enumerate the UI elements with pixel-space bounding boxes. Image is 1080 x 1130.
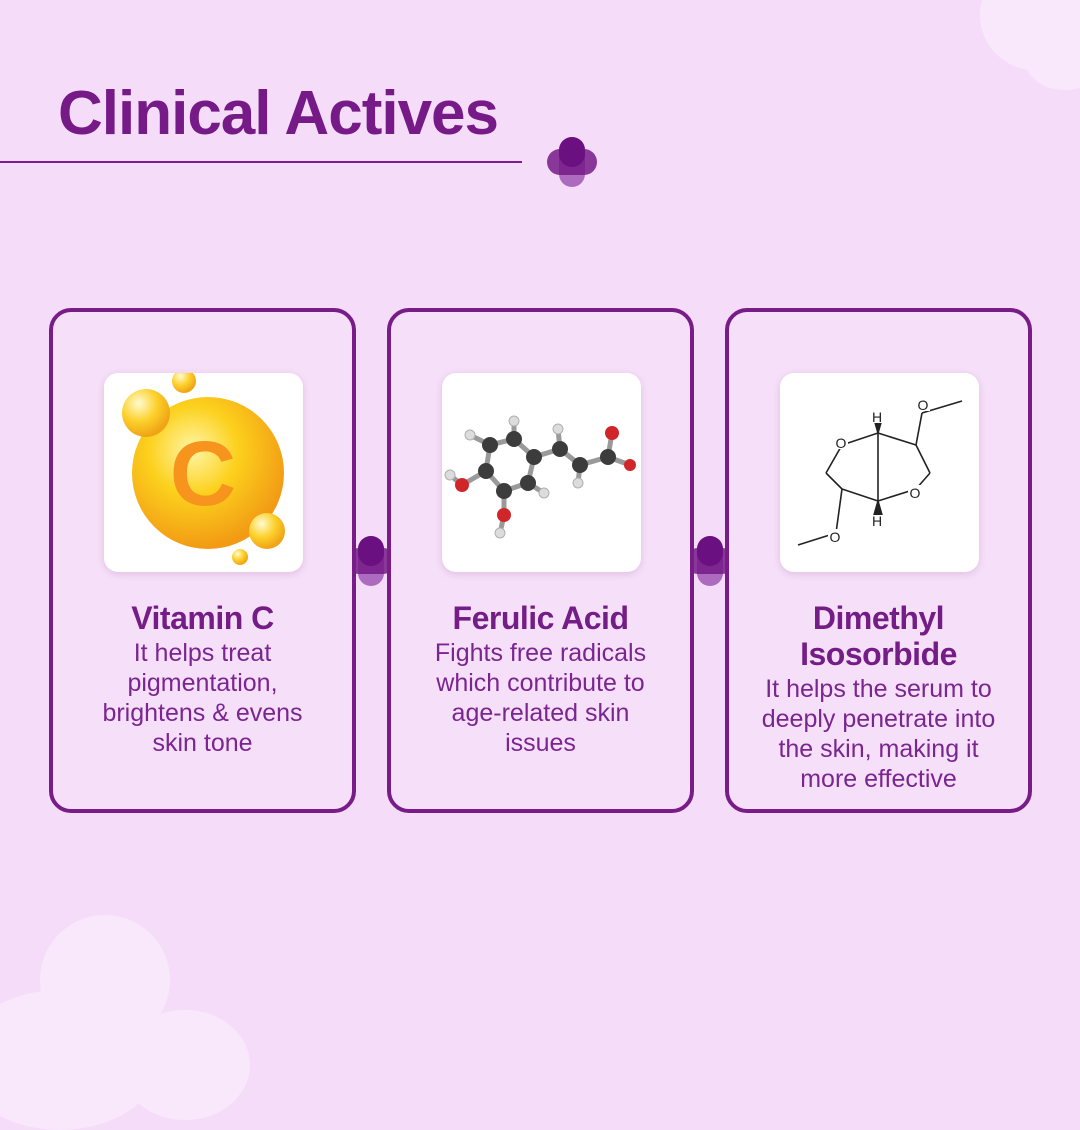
plus-cross-icon: [346, 536, 396, 586]
dimethyl-isosorbide-structure-icon: O O O O H H: [780, 373, 979, 572]
card-title: Ferulic Acid: [452, 600, 629, 636]
structure-oxygen-label: O: [836, 435, 847, 451]
card-title: Vitamin C: [131, 600, 274, 636]
ferulic-acid-molecule-icon: [442, 373, 641, 572]
structure-oxygen-label: O: [830, 529, 841, 545]
card-dimethyl-isosorbide: O O O O H H Dimethyl Isosorbide It helps…: [725, 308, 1032, 813]
card-title: Dimethyl Isosorbide: [800, 600, 957, 672]
card-description: It helps treat pigmentation, brightens &…: [102, 639, 303, 757]
card-description: It helps the serum to deeply penetrate i…: [761, 675, 996, 793]
plus-cross-icon: [685, 536, 735, 586]
structure-oxygen-label: O: [910, 485, 921, 501]
plus-cross-icon: [547, 137, 597, 187]
vitamin-c-letter: C: [170, 423, 236, 525]
background-blob-bottom-left-3: [120, 1010, 250, 1120]
structure-hydrogen-label: H: [872, 513, 882, 529]
structure-oxygen-label: O: [918, 397, 929, 413]
vitamin-c-orb-icon: C: [104, 373, 303, 572]
card-vitamin-c: C Vitamin C It helps treat pigmentation,…: [49, 308, 356, 813]
title-underline: [0, 161, 522, 163]
page-title: Clinical Actives: [58, 79, 499, 148]
card-ferulic-acid: Ferulic Acid Fights free radicals which …: [387, 308, 694, 813]
card-description: Fights free radicals which contribute to…: [434, 639, 647, 757]
structure-hydrogen-label: H: [872, 409, 882, 425]
